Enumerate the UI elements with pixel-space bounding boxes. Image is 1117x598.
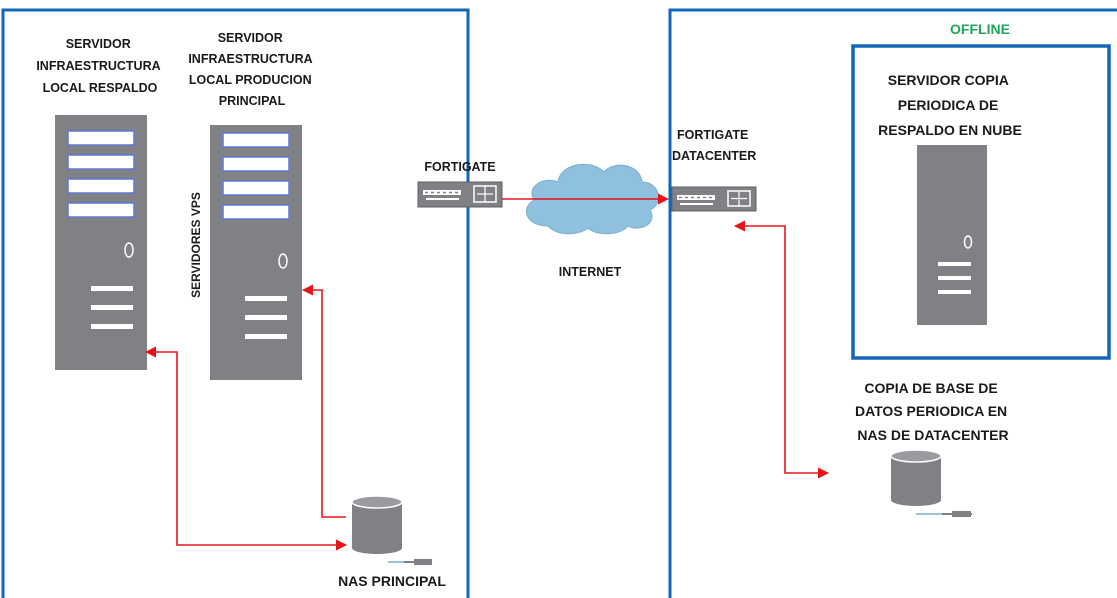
production-server-tower xyxy=(210,125,302,380)
link-nas-datacenter-to-fortigate xyxy=(733,220,830,479)
label-cloud-server: SERVIDOR COPIA PERIODICA DE RESPALDO EN … xyxy=(878,72,1022,138)
fortigate-datacenter-appliance xyxy=(671,186,757,212)
link-nas-to-production-server xyxy=(301,284,346,518)
label-production-server: SERVIDOR INFRAESTRUCTURA LOCAL PRODUCION… xyxy=(188,31,315,108)
label-db-copy: COPIA DE BASE DE DATOS PERIODICA EN NAS … xyxy=(855,380,1011,443)
label-servers-vps: SERVIDORES VPS xyxy=(189,192,203,298)
datacenter-site-frame xyxy=(668,8,1117,598)
local-site-frame xyxy=(1,8,470,598)
cloud-offline-frame xyxy=(851,44,1111,360)
label-internet: INTERNET xyxy=(559,265,622,279)
label-nas-principal: NAS PRINCIPAL xyxy=(338,573,446,589)
label-backup-server: SERVIDOR INFRAESTRUCTURA LOCAL RESPALDO xyxy=(36,37,163,95)
link-nas-to-backup-server xyxy=(144,346,348,551)
label-fortigate-datacenter: FORTIGATE DATACENTER xyxy=(672,128,756,163)
label-offline: OFFLINE xyxy=(950,21,1010,37)
fortigate-appliance xyxy=(417,181,503,208)
nas-principal-icon xyxy=(351,495,432,565)
cloud-server-tower xyxy=(917,145,987,325)
backup-server-tower xyxy=(55,115,147,370)
nas-datacenter-icon xyxy=(890,449,972,517)
label-fortigate: FORTIGATE xyxy=(424,160,495,174)
